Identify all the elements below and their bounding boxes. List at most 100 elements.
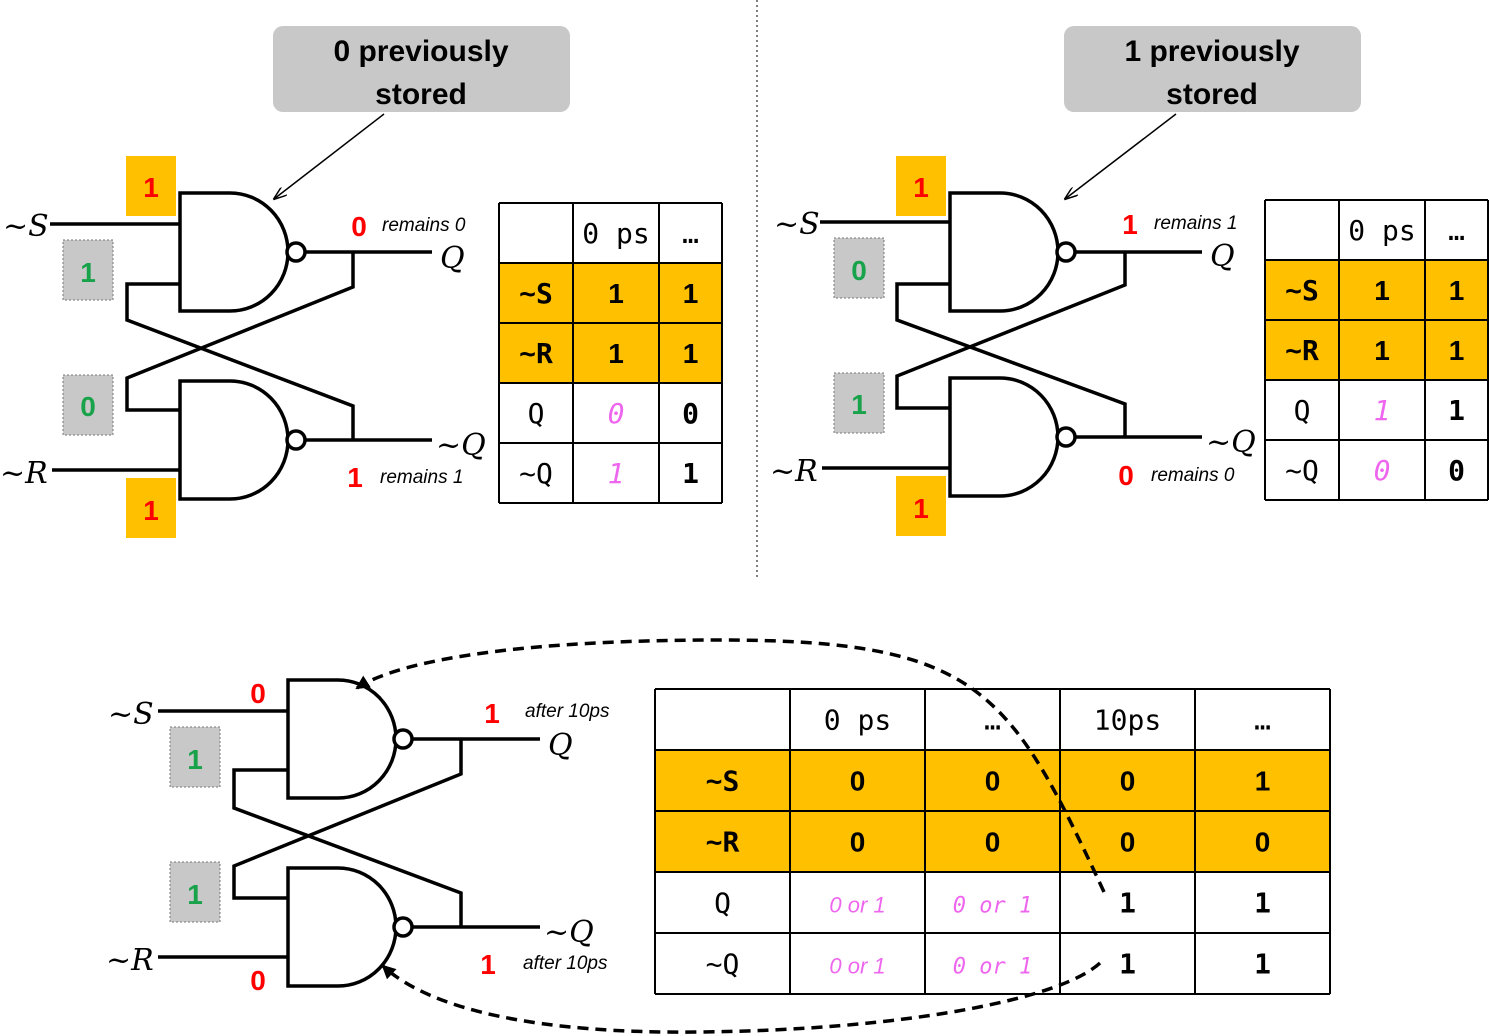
output-q-value: 1 [484,698,500,729]
output-q-label: Q [548,728,573,763]
table-row-label: ~Q [519,457,553,490]
table-header-cell: 0 ps [824,704,891,737]
input-s-value-box [126,156,176,216]
input-s-value: 1 [913,172,929,203]
nand-gate-top [286,678,398,800]
input-s-value-box [896,156,946,216]
wires [820,220,1202,470]
callout-line-1: 0 previously [333,35,508,68]
table-cell: 0 [1374,454,1391,487]
table-cell: 1 [1119,948,1136,981]
table-cell: 0 [985,766,1001,797]
feedback-bottom-value-box [169,861,221,923]
table-cell: 0 or 1 [829,954,885,979]
table-row-label: ~R [1285,334,1319,367]
table-cell: 0 [1120,766,1136,797]
table-cell: 0 [1120,827,1136,858]
table-cell: 1 [1119,887,1136,920]
input-r-value: 1 [143,495,159,526]
table-cell: 1 [1449,275,1465,306]
nand-gate-bottom [286,866,398,988]
input-s-label: ~S [108,697,154,732]
input-s-value: 1 [143,172,159,203]
callout-pointer [1065,113,1177,199]
output-nq-value: 0 [1118,460,1134,491]
table-row-label: ~R [519,337,553,370]
feedback-bottom-value: 0 [80,391,96,422]
callout-box [273,26,570,112]
table-cell: 0 [850,827,866,858]
table-row-label: ~R [706,826,740,859]
table-cell: 0 [850,766,866,797]
table-header-cell: … [1254,704,1271,737]
callout-line-2: stored [1166,78,1258,111]
feedback-bottom-value-box [62,374,114,436]
table-row-label: Q [528,397,545,430]
feedback-arrow-nq [381,961,1102,1034]
table-row-bg [1265,260,1488,320]
table-row-label: Q [1294,394,1311,427]
table-cell: 1 [1255,766,1271,797]
inverter-bubble-top [285,241,307,263]
table-cell: 1 [1449,335,1465,366]
input-r-value-box [126,478,176,538]
table-cell: 0 [1448,454,1465,487]
input-s-value: 0 [250,678,266,709]
nand-gate-top [948,191,1060,313]
feedback-bottom-value: 1 [187,879,203,910]
table-header-cell: 0 ps [582,217,649,250]
callout-line-2: stored [375,78,467,111]
panel-one-stored: 1 previously stored ~S ~R Q ~Q 1 1 0 1 1… [770,26,1489,536]
table-header-cell: … [682,217,699,250]
output-nq-value: 1 [480,949,496,980]
feedback-arrow-q [355,638,1106,893]
output-q-label: Q [1210,239,1235,274]
callout-pointer [274,113,385,199]
table-cell: 1 [1374,335,1390,366]
output-nq-value: 1 [347,462,363,493]
input-r-value-box [896,476,946,536]
table-cell: 0 or 1 [953,955,1032,980]
table-cell: 1 [608,457,625,490]
inverter-bubble-top [1055,241,1077,263]
input-r-value: 1 [913,493,929,524]
callout-line-1: 1 previously [1124,35,1299,68]
output-nq-label: ~Q [1206,425,1256,460]
table-cell: 1 [1374,394,1391,427]
table-row-bg [655,750,1330,811]
input-r-label: ~R [106,943,154,978]
inverter-bubble-top [392,728,414,750]
table-row-bg [499,263,722,323]
feedback-top-value: 1 [187,744,203,775]
feedback-top-value-box [833,237,885,299]
table-cell: 1 [1254,948,1271,981]
table-row-bg [499,323,722,383]
inverter-bubble-bottom [392,916,414,938]
feedback-top-value-box [62,239,114,301]
table-cell: 0 [608,397,625,430]
input-r-label: ~R [770,454,818,489]
table-header-cell: 0 ps [1348,214,1415,247]
table-cell: 1 [1374,275,1390,306]
table-row-label: ~Q [1285,454,1319,487]
output-q-label: Q [440,241,465,276]
table-cell: 1 [683,278,699,309]
input-s-label: ~S [3,209,49,244]
inverter-bubble-bottom [1055,426,1077,448]
table-cell: 0 [985,827,1001,858]
table-cell: 0 or 1 [829,893,885,918]
input-r-value: 0 [250,965,266,996]
table-row-label: ~S [706,765,740,798]
output-q-note: remains 0 [382,215,466,236]
output-nq-label: ~Q [544,915,594,950]
input-s-label: ~S [774,207,820,242]
table-header-cell: … [984,704,1001,737]
table-header-cell: … [1448,214,1465,247]
feedback-bottom-value: 1 [851,389,867,420]
table-cell: 1 [682,457,699,490]
feedback-top-value-box [169,726,221,788]
output-nq-note: remains 0 [1151,465,1235,486]
table-row-label: ~Q [706,948,740,981]
